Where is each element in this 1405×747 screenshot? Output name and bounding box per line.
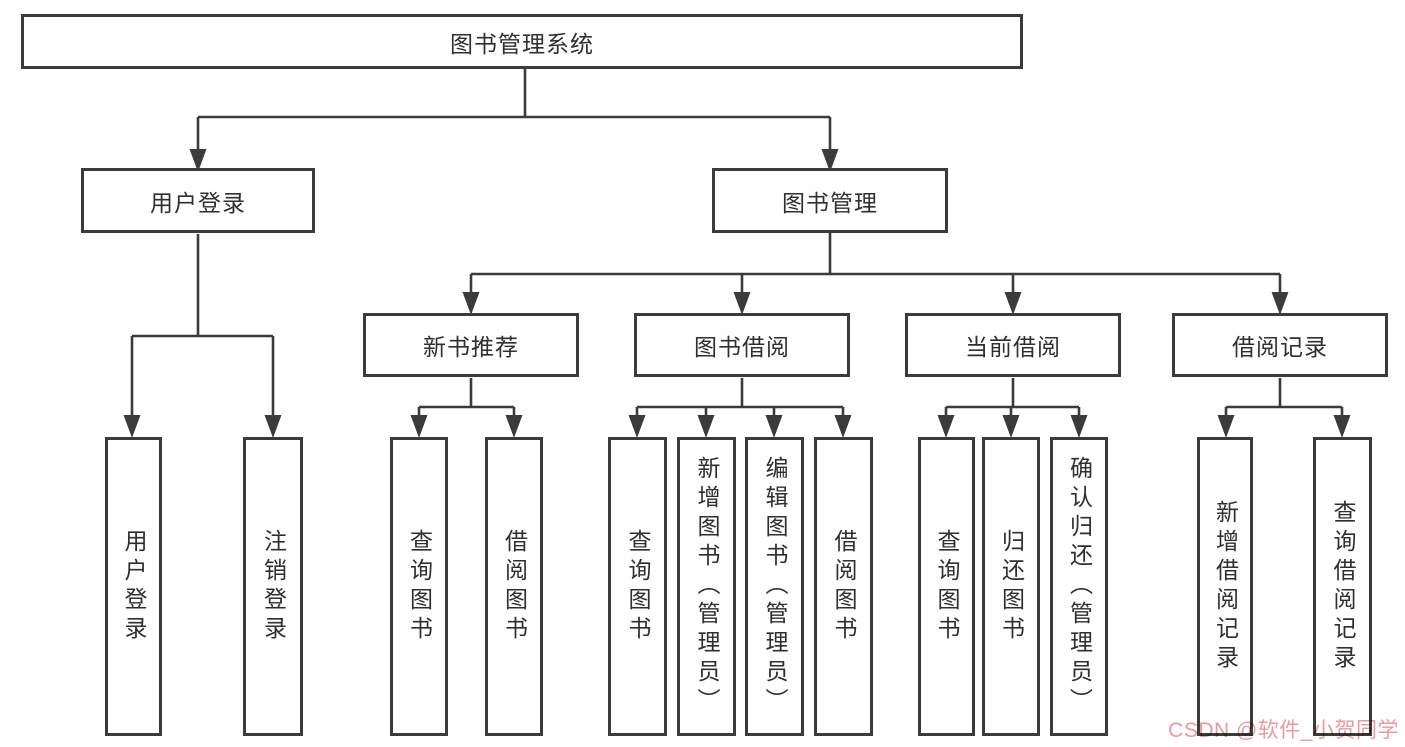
arrowhead bbox=[733, 292, 751, 315]
csdn-watermark: CSDN @软件_小贺同学 bbox=[1168, 719, 1399, 742]
leaf-edit-books-admin-label: 编辑图书（管理员） bbox=[762, 456, 788, 717]
node-user-login-branch: 用户登录 bbox=[81, 168, 315, 233]
node-book-borrowing: 图书借阅 bbox=[634, 313, 850, 377]
leaf-edit-books-admin: 编辑图书（管理员） bbox=[745, 437, 804, 736]
leaf-current-query-books: 查询图书 bbox=[918, 437, 975, 736]
edge-userlogin-to-leaves bbox=[130, 234, 275, 426]
arrowhead bbox=[821, 149, 839, 172]
arrowhead bbox=[189, 149, 207, 172]
arrowhead bbox=[123, 415, 141, 438]
node-current-borrowing: 当前借阅 bbox=[905, 313, 1121, 377]
node-borrowing-records: 借阅记录 bbox=[1172, 313, 1388, 377]
edge-borrowing-to-leaves bbox=[635, 378, 845, 426]
leaf-recommend-borrow-books-label: 借阅图书 bbox=[501, 528, 528, 645]
leaf-borrowing-query-books-label: 查询图书 bbox=[625, 528, 651, 645]
arrowhead bbox=[834, 415, 852, 438]
leaf-borrowing-borrow-books-label: 借阅图书 bbox=[831, 528, 857, 645]
arrowhead bbox=[1333, 415, 1351, 438]
leaf-query-borrow-record-label: 查询借阅记录 bbox=[1330, 499, 1356, 674]
edge-records-to-leaves bbox=[1224, 378, 1344, 426]
edge-root-to-level1 bbox=[196, 69, 832, 160]
arrowhead bbox=[628, 415, 646, 438]
arrowhead bbox=[1002, 415, 1020, 438]
leaf-confirm-return-admin: 确认归还（管理员） bbox=[1050, 437, 1108, 736]
leaf-borrowing-borrow-books: 借阅图书 bbox=[814, 437, 873, 736]
edge-bookmgmt-to-level2 bbox=[469, 233, 1282, 303]
arrowhead bbox=[1070, 415, 1088, 438]
leaf-return-books: 归还图书 bbox=[982, 437, 1040, 736]
arrowhead bbox=[264, 415, 282, 438]
leaf-add-books-admin: 新增图书（管理员） bbox=[677, 437, 736, 736]
node-book-management-branch: 图书管理 bbox=[712, 168, 948, 233]
edge-recommend-to-leaves bbox=[417, 378, 516, 426]
arrowhead bbox=[1217, 415, 1235, 438]
leaf-user-login-label: 用户登录 bbox=[121, 528, 147, 645]
leaf-return-books-label: 归还图书 bbox=[998, 528, 1025, 645]
arrowhead bbox=[505, 415, 523, 438]
leaf-recommend-query-books-label: 查询图书 bbox=[406, 528, 433, 645]
leaf-recommend-query-books: 查询图书 bbox=[390, 437, 448, 736]
arrowhead bbox=[697, 415, 715, 438]
leaf-user-login: 用户登录 bbox=[105, 437, 162, 736]
arrowhead bbox=[765, 415, 783, 438]
arrowhead bbox=[937, 415, 955, 438]
leaf-recommend-borrow-books: 借阅图书 bbox=[485, 437, 543, 736]
leaf-confirm-return-admin-label: 确认归还（管理员） bbox=[1066, 456, 1093, 717]
arrowhead bbox=[462, 292, 480, 315]
leaf-query-borrow-record: 查询借阅记录 bbox=[1313, 437, 1372, 736]
arrowhead bbox=[1004, 292, 1022, 315]
leaf-add-borrow-record-label: 新增借阅记录 bbox=[1212, 499, 1239, 674]
leaf-borrowing-query-books: 查询图书 bbox=[608, 437, 667, 736]
leaf-add-books-admin-label: 新增图书（管理员） bbox=[694, 456, 720, 717]
leaf-logout: 注销登录 bbox=[243, 437, 303, 736]
node-new-book-recommend: 新书推荐 bbox=[363, 313, 579, 377]
leaf-current-query-books-label: 查询图书 bbox=[934, 528, 960, 645]
arrowhead bbox=[410, 415, 428, 438]
leaf-add-borrow-record: 新增借阅记录 bbox=[1197, 437, 1253, 736]
node-library-management-system: 图书管理系统 bbox=[21, 14, 1023, 69]
leaf-logout-label: 注销登录 bbox=[260, 528, 287, 645]
arrowheads bbox=[123, 149, 1351, 438]
arrowhead bbox=[1271, 292, 1289, 315]
